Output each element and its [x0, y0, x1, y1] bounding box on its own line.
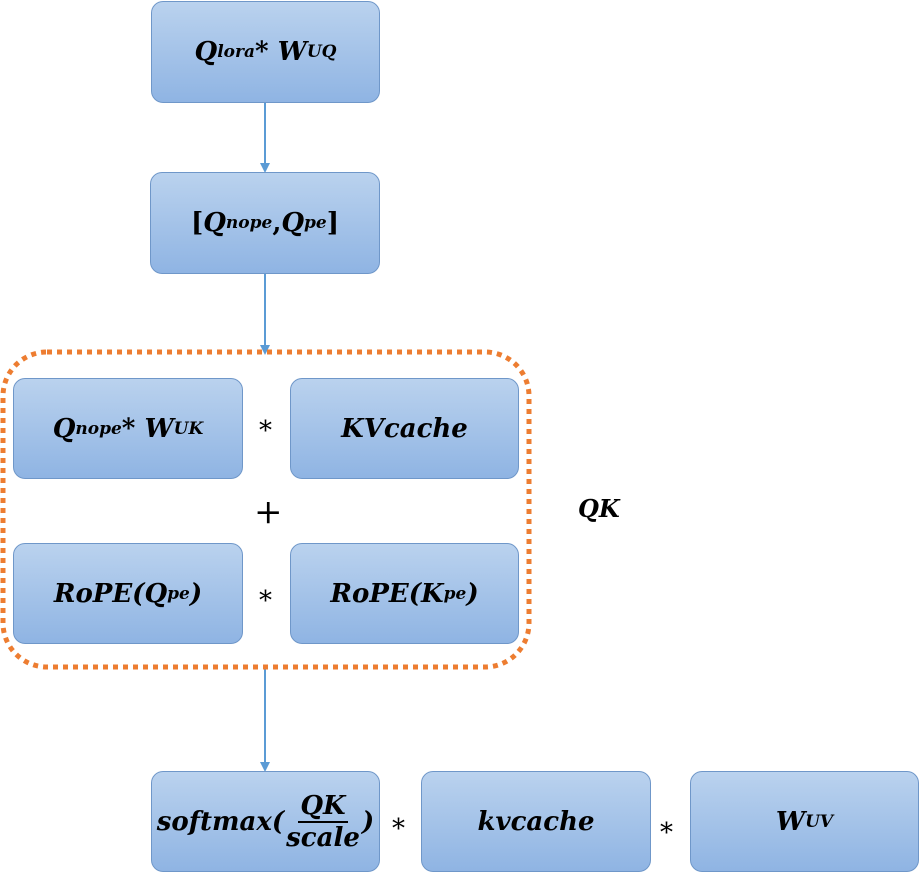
multiply-operator-bottom-2: *	[660, 818, 673, 848]
kvcache-bottom-node: kvcache	[421, 771, 651, 872]
qk-group-label: QK	[578, 494, 620, 523]
qk-group-border	[0, 349, 532, 670]
plus-operator: +	[254, 492, 283, 532]
multiply-operator-top: *	[259, 416, 272, 446]
multiply-operator-mid: *	[259, 586, 272, 616]
kvcache-top-node: KVcache	[290, 378, 519, 479]
multiply-operator-bottom-1: *	[392, 814, 405, 844]
